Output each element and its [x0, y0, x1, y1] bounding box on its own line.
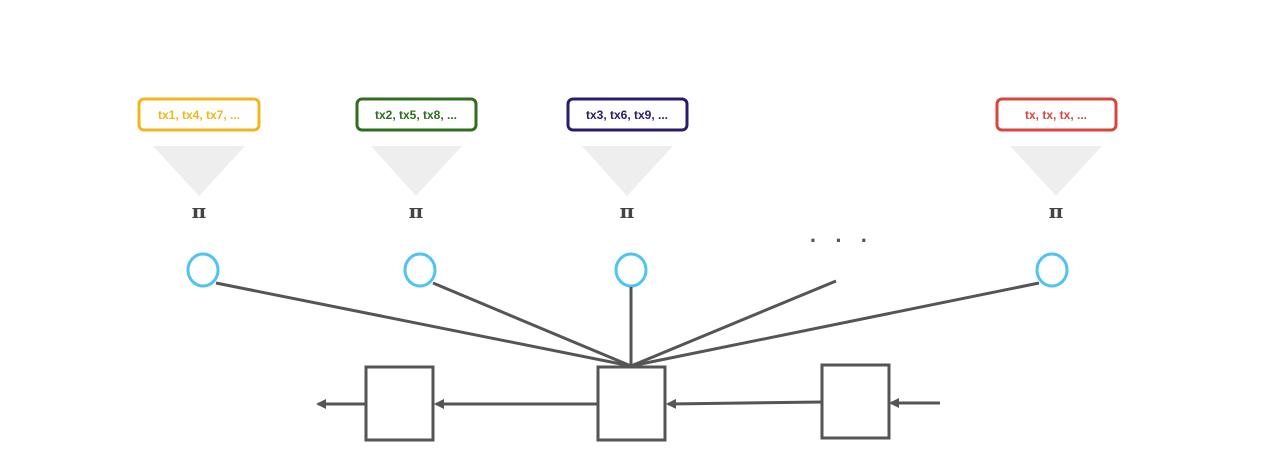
- node-circle-1: [186, 252, 220, 288]
- funnel-1: [153, 146, 245, 196]
- funnel-2: [371, 146, 462, 196]
- node-circle-3: [614, 252, 648, 288]
- funnel-3: [582, 146, 673, 196]
- ellipsis: · · ·: [810, 228, 874, 253]
- connection-line-4: [630, 281, 1040, 368]
- node-circle-2: [403, 252, 437, 288]
- node-circle-4: [1035, 252, 1069, 288]
- tx-label-4: tx, tx, tx, ...: [1025, 108, 1087, 122]
- more-shards: · · ·: [630, 228, 874, 368]
- funnel-4: [1010, 146, 1102, 196]
- pi-symbol-1: π: [192, 199, 207, 223]
- connection-line-1: [215, 281, 632, 368]
- pi-symbol-2: π: [409, 199, 424, 223]
- tx-label-box-2: [355, 97, 478, 132]
- shard-3: tx3, tx6, tx9, ... π: [566, 97, 689, 366]
- tx-label-2: tx2, tx5, tx8, ...: [375, 108, 457, 122]
- tx-label-box-4: [995, 97, 1118, 132]
- tx-label-box-3: [566, 97, 689, 132]
- shard-1: tx1, tx4, tx7, ... π: [137, 97, 632, 368]
- tx-label-3: tx3, tx6, tx9, ...: [586, 108, 668, 122]
- pi-symbol-3: π: [620, 199, 635, 223]
- pi-symbol-4: π: [1049, 199, 1064, 223]
- block-right: [820, 363, 891, 440]
- connection-line-2: [432, 281, 632, 368]
- arrow-right-to-center: [666, 398, 823, 409]
- block-chain: [316, 363, 940, 442]
- tx-label-box-1: [137, 97, 261, 132]
- connection-line-ellipsis: [630, 279, 837, 368]
- block-center: [596, 365, 667, 442]
- tx-label-1: tx1, tx4, tx7, ...: [158, 108, 240, 122]
- shard-4: tx, tx, tx, ... π: [630, 97, 1118, 368]
- shard-2: tx2, tx5, tx8, ... π: [355, 97, 632, 368]
- block-left: [364, 365, 435, 442]
